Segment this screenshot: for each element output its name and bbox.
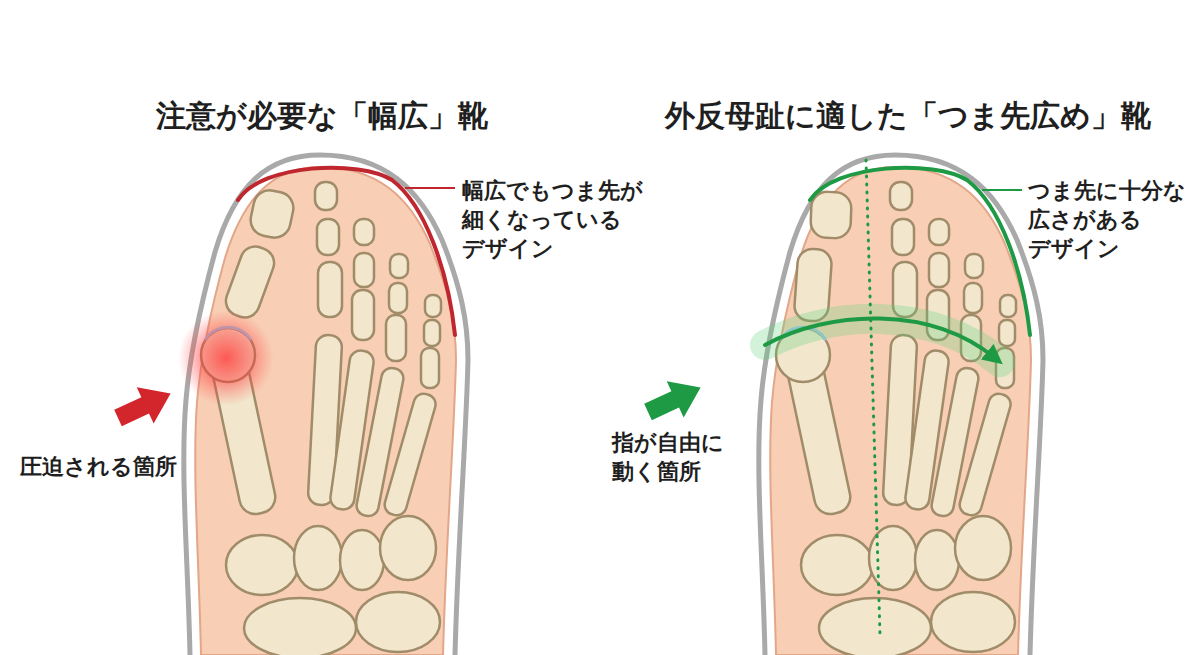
big-toe-bones [222, 187, 297, 321]
center-axis [866, 160, 880, 635]
pressure-arrow [110, 375, 179, 436]
leader-line [982, 189, 1022, 191]
right-foot [759, 155, 1043, 655]
wide-toe-line [810, 168, 1030, 335]
callout-label: つま先に十分な 広さがある デザイン [1028, 176, 1191, 263]
panel-heading: 外反母趾に適した「つま先広め」靴 [665, 96, 1151, 136]
phalanx-bone [222, 242, 279, 321]
phalanx-bone [810, 191, 852, 238]
panel-heading: 注意が必要な「幅広」靴 [156, 96, 488, 136]
free-movement-arrow [640, 369, 709, 430]
callout-label: 圧迫される箇所 [20, 452, 187, 481]
callout-label: 幅広でもつま先が 細くなっている デザイン [462, 176, 651, 263]
phalanx-bone [248, 187, 297, 240]
callout-label: 指が自由に 動く箇所 [612, 428, 731, 486]
leader-line [405, 187, 455, 189]
narrow-toe-line [238, 168, 455, 335]
big-toe-bones [794, 191, 852, 322]
pressure-glow [178, 310, 274, 406]
movement-arrow [765, 318, 995, 358]
movement-glow [765, 319, 1000, 362]
